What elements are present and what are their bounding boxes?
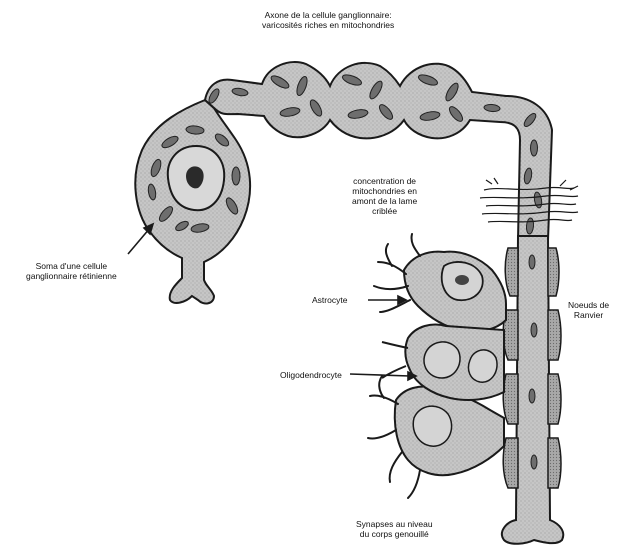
concentration-label-line3: amont de la lame (352, 196, 417, 206)
axon-label-line2: varicosités riches en mitochondries (262, 20, 394, 30)
ranvier-label-line2: Ranvier (568, 310, 609, 320)
astrocyte-label-text: Astrocyte (312, 295, 347, 305)
astrocyte-cell (374, 234, 506, 332)
soma-label: Soma d'une cellule ganglionnaire rétinie… (26, 261, 117, 281)
axon-label: Axone de la cellule ganglionnaire: varic… (262, 10, 394, 30)
astrocyte-label: Astrocyte (312, 295, 347, 305)
concentration-label-line4: criblée (352, 206, 417, 216)
myelinated-axon (502, 236, 563, 544)
synapses-label-line2: du corps genouillé (356, 529, 433, 539)
ranvier-nodes-label: Noeuds de Ranvier (568, 300, 609, 320)
synapses-label: Synapses au niveau du corps genouillé (356, 519, 433, 539)
concentration-label-line1: concentration de (352, 176, 417, 186)
oligodendrocyte-label-text: Oligodendrocyte (280, 370, 342, 380)
ganglion-cell-soma (135, 100, 250, 303)
oligodendrocyte-cell (382, 325, 504, 401)
axon-label-line1: Axone de la cellule ganglionnaire: (262, 10, 394, 20)
oligodendrocyte-label: Oligodendrocyte (280, 370, 342, 380)
soma-label-line2: ganglionnaire rétinienne (26, 271, 117, 281)
ranvier-label-line1: Noeuds de (568, 300, 609, 310)
synapses-label-line1: Synapses au niveau (356, 519, 433, 529)
mitochondria-concentration-label: concentration de mitochondries en amont … (352, 176, 417, 216)
concentration-label-line2: mitochondries en (352, 186, 417, 196)
soma-label-line1: Soma d'une cellule (26, 261, 117, 271)
